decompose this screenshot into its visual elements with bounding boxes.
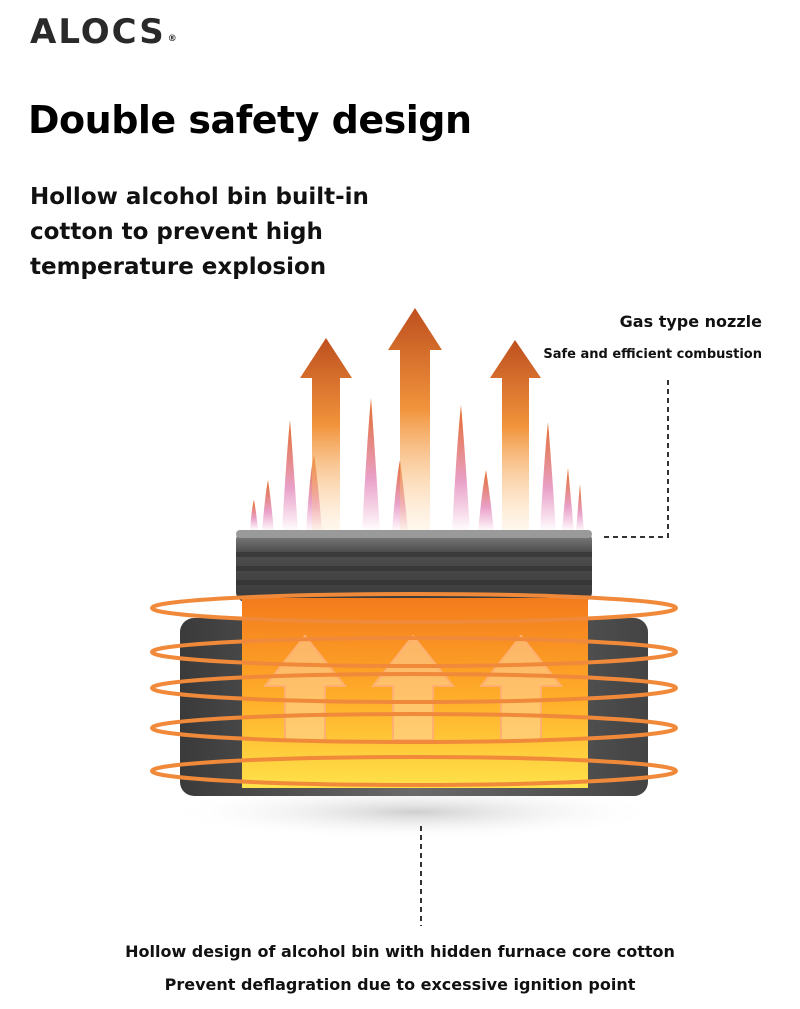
- bin-callout-title: Hollow design of alcohol bin with hidden…: [125, 942, 675, 961]
- brand-logo: ALOCS®: [30, 12, 177, 52]
- heat-arrows: [300, 308, 541, 532]
- heat-arrow-right: [490, 340, 541, 532]
- page-title: Double safety design: [28, 98, 472, 142]
- heat-rings: [150, 592, 678, 787]
- nozzle-callout-title: Gas type nozzle: [619, 312, 762, 331]
- ground-shadow: [165, 784, 665, 840]
- heat-arrow-center: [388, 308, 442, 532]
- brand-name: ALOCS: [30, 12, 166, 52]
- nozzle-callout-subtitle: Safe and efficient combustion: [543, 347, 762, 362]
- burner-cap: [236, 530, 592, 602]
- nozzle-callout-line: [600, 380, 669, 538]
- heat-arrow-left: [300, 338, 352, 532]
- trademark-mark: ®: [167, 34, 177, 44]
- stove-illustration: [150, 308, 678, 926]
- page-subtitle: Hollow alcohol bin built-in cotton to pr…: [30, 184, 369, 280]
- bin-callout-subtitle: Prevent deflagration due to excessive ig…: [164, 975, 636, 994]
